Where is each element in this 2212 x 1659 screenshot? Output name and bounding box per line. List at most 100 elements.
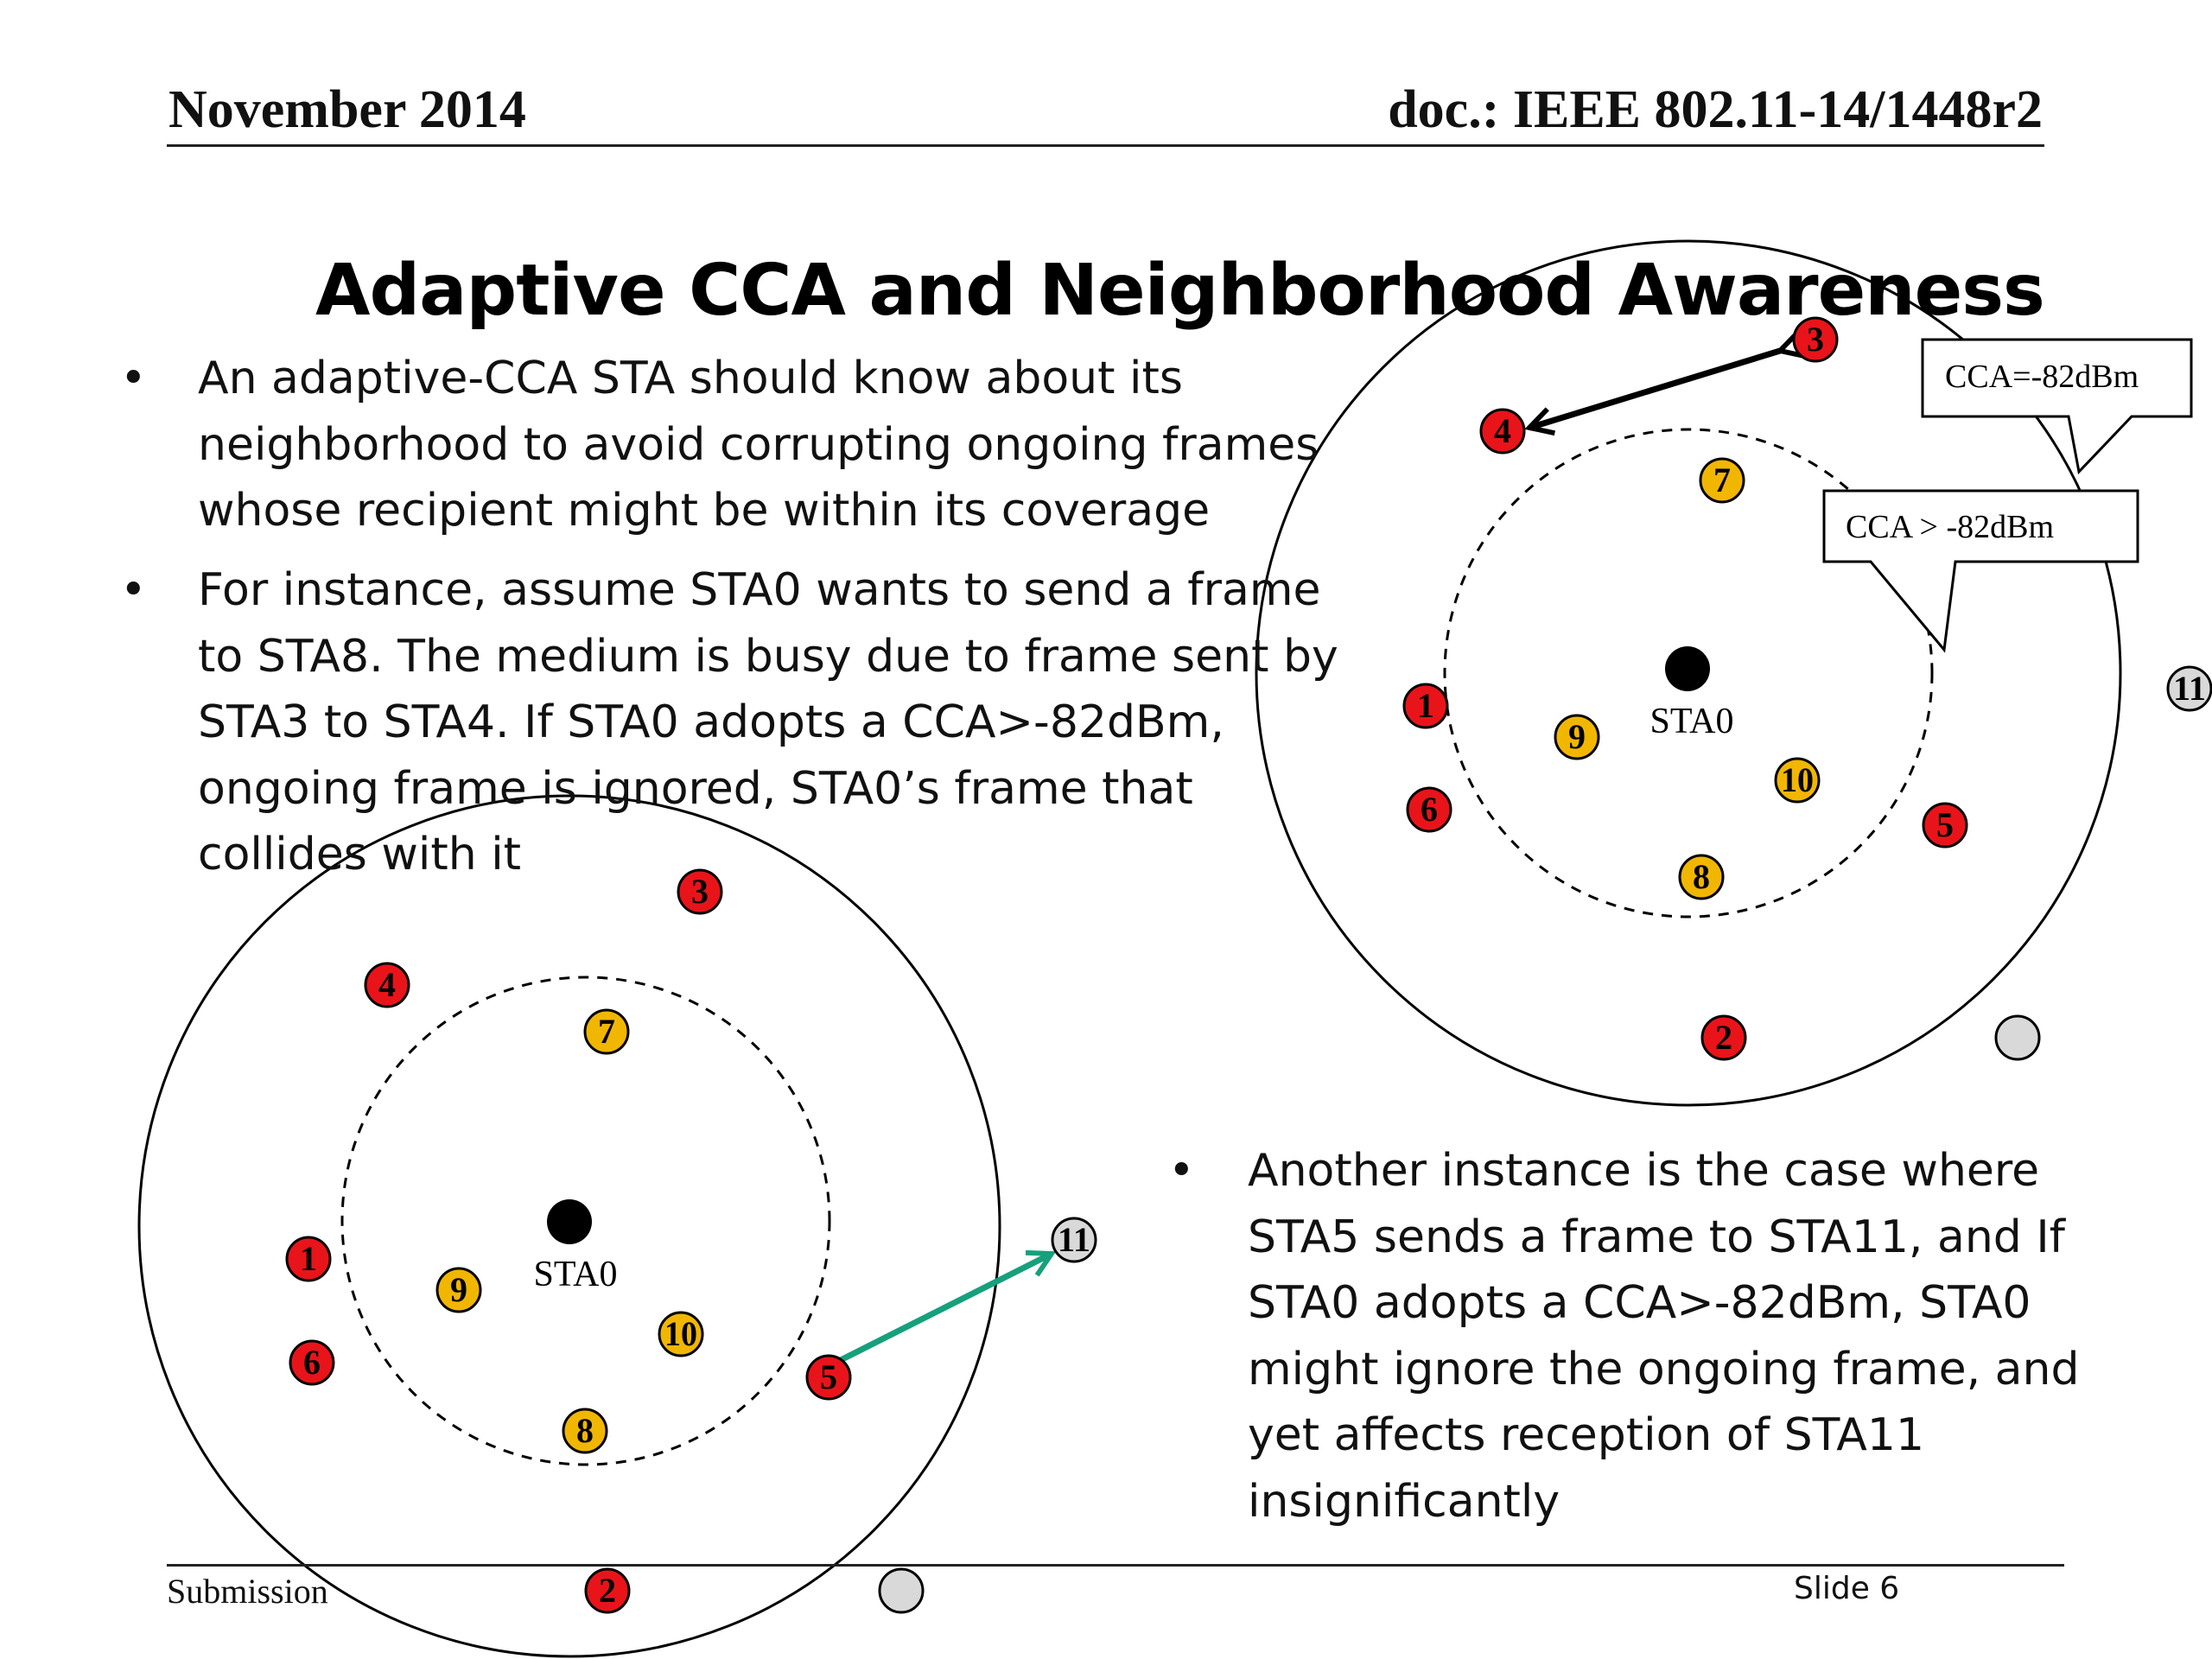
sta-node-circle [805,1354,852,1401]
sta-node-label: 9 [450,1270,467,1309]
header-rule [167,144,2044,147]
sta-node-10: 10 [1774,757,1821,804]
bullet-line: STA5 sends a frame to STA11, and If [1248,1211,2065,1263]
footer-rule [167,1564,2064,1567]
sta0-node [547,1199,592,1244]
bullet-line: Another instance is the case where [1248,1145,2040,1197]
sta-node-5: 5 [1922,802,1968,849]
header-date: November 2014 [168,80,526,139]
sta-node-label: 8 [1693,857,1710,896]
sta0-label: STA0 [534,1255,618,1294]
sta-node-label: 5 [1936,805,1954,844]
sta-node-label: 7 [598,1012,615,1051]
footer-submission: Submission [167,1572,328,1611]
callout-inner: CCA > -82dBm [1822,489,2139,653]
sta0-label: STA0 [1650,702,1734,741]
bullet-line: An adaptive-CCA STA should know about it… [198,353,1183,404]
bullet-line: ongoing frame is ignored, STA0’s frame t… [198,762,1193,815]
sta-node-7: 7 [583,1008,630,1055]
sta-node-11: 11 [1051,1217,1097,1263]
sta-node-circle [1994,1014,2041,1061]
sta-node-5: 5 [805,1354,852,1401]
bullet-line: whose recipient might be within its cove… [198,485,1211,537]
sta-node-circle [1402,683,1449,729]
sta-node-label: 2 [1715,1018,1732,1057]
sta-node-circle [1479,408,1526,454]
bullet-item-1: • An adaptive-CCA STA should know about … [120,346,1319,544]
sta-node-circle [1678,854,1725,900]
sta-node-circle [878,1567,925,1614]
sta-node-10: 10 [658,1311,704,1357]
sta-node-label: 4 [1494,411,1511,450]
sta-node-label: 3 [691,872,709,911]
bullet-line: For instance, assume STA0 wants to send … [198,564,1321,616]
sta-node-label: 11 [1058,1220,1090,1259]
sta-node-8: 8 [1678,854,1725,900]
sta-node-circle [364,962,410,1008]
sta-node-2: 2 [1700,1014,1747,1061]
sta-node-label: 9 [1568,717,1586,756]
sta-node-circle [677,868,723,915]
arrow-sta3-to-sta4 [1529,351,1780,428]
sta-node-label: 3 [1807,320,1824,359]
sta-node-label: 6 [1421,790,1438,829]
sta-node-circle [2166,665,2212,712]
sta-node-label: 10 [664,1314,697,1353]
sta-node-circle [583,1008,630,1055]
header-doc-id: doc.: IEEE 802.11-14/1448r2 [1388,80,2043,139]
diagram-bottom-left: STA0 3 4 7 1 9 10 6 5 8 11 2 [137,794,1097,1658]
sta-node-circle [289,1339,335,1386]
bullet-line: insignificantly [1248,1475,1560,1528]
bullet-item-3: • Another instance is the case where STA… [1168,1138,2079,1535]
bullet-line: neighborhood to avoid corrupting ongoing… [198,418,1319,471]
diagram-top-right: STA0 CCA=-82dBm CCA > -82dBm 3 4 7 1 9 10 6 5 8 2… [1255,239,2212,1107]
sta-node-circle [435,1267,482,1313]
sta-node-circle [1700,1014,1747,1061]
sta-node-circle [1922,802,1968,849]
callout-inner-text: CCA > -82dBm [1846,509,2054,545]
top-right-nodes: 3 4 7 1 9 10 6 5 8 2 11 [1402,316,2212,1061]
sta-node-3: 3 [1792,316,1839,363]
sta-node-circle [285,1236,332,1282]
unlabeled-sta-node [878,1567,925,1614]
callout-outer: CCA=-82dBm [1921,338,2193,475]
sta-node-circle [1774,757,1821,804]
callout-outer-text: CCA=-82dBm [1945,359,2139,395]
outer-range-circle [1255,239,2122,1107]
outer-range-circle [137,794,1001,1658]
sta-node-4: 4 [364,962,410,1008]
sta-node-circle [1792,316,1839,363]
unlabeled-sta-node [1994,1014,2041,1061]
sta-node-label: 10 [1781,760,1814,799]
bullet-dot: • [120,353,147,404]
sta-node-1: 1 [1402,683,1449,729]
sta-node-label: 11 [2173,669,2206,708]
slide-title: Adaptive CCA and Neighborhood Awareness [315,250,2045,332]
bullet-item-2: • For instance, assume STA0 wants to sen… [120,557,1338,888]
bullet-line: to STA8. The medium is busy due to frame… [198,630,1338,683]
sta0-node [1665,646,1710,691]
inner-range-circle [340,976,831,1466]
sta-node-9: 9 [1554,714,1600,760]
sta-node-label: 6 [303,1343,321,1382]
bullet-line: STA3 to STA4. If STA0 adopts a CCA>-82dB… [198,696,1224,748]
sta-node-7: 7 [1699,457,1745,504]
sta-node-6: 6 [289,1339,335,1386]
sta-node-8: 8 [562,1408,608,1454]
arrow-sta5-to-sta11 [834,1254,1052,1366]
sta-node-label: 4 [378,965,396,1004]
bullet-line: STA0 adopts a CCA>-82dBm, STA0 [1248,1277,2031,1329]
footer-slide-number: Slide 6 [1794,1571,1900,1606]
sta-node-circle [658,1311,704,1357]
sta-node-circle [584,1567,631,1614]
sta-node-label: 2 [599,1571,616,1610]
sta-node-2: 2 [584,1567,631,1614]
sta-node-circle [562,1408,608,1454]
sta-node-circle [1051,1217,1097,1263]
sta-node-label: 1 [300,1239,317,1278]
bullet-line: yet affects reception of STA11 [1248,1409,1925,1461]
sta-node-11: 11 [2166,665,2212,712]
sta-node-circle [1554,714,1600,760]
sta-node-label: 8 [576,1411,594,1450]
